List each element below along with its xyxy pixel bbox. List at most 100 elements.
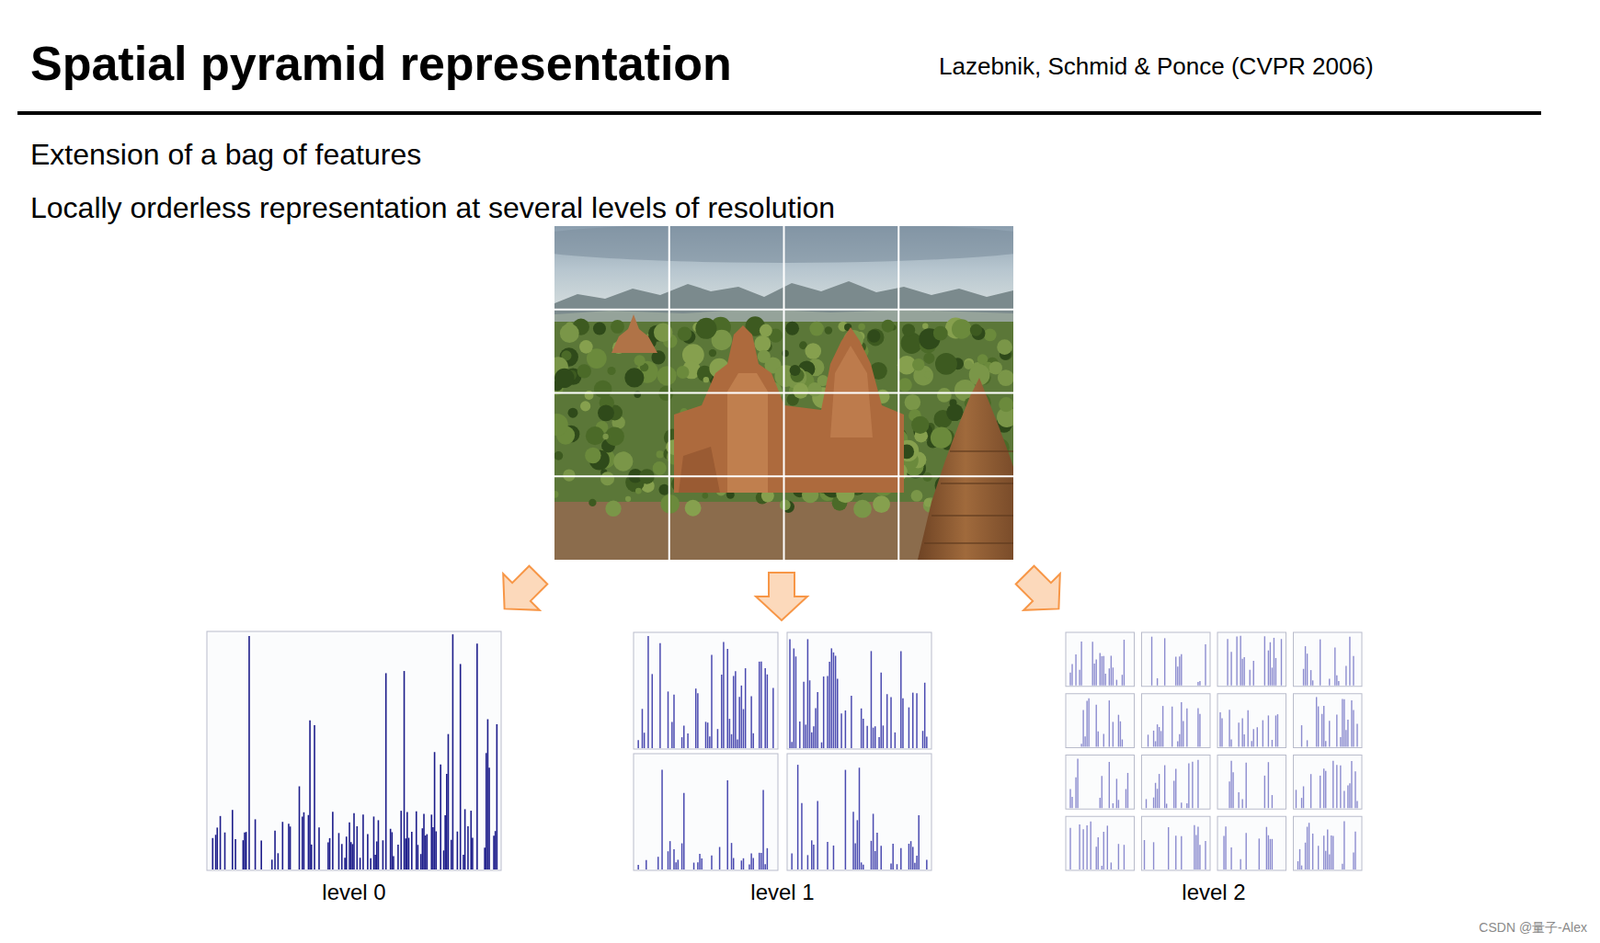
- pyramid-level: level 0: [206, 880, 502, 907]
- histogram-bar: [1328, 679, 1330, 686]
- histogram-bar: [1175, 835, 1177, 870]
- histogram-bar: [1097, 837, 1099, 870]
- histogram-bar: [310, 845, 313, 870]
- histogram-frame: [1065, 694, 1135, 749]
- block-arrows: [486, 557, 1077, 628]
- histogram-bars: [791, 765, 927, 870]
- histogram-bars: [1070, 640, 1124, 686]
- histogram-bar: [900, 848, 903, 870]
- tree: [757, 350, 771, 364]
- histogram-bar: [667, 851, 670, 870]
- histogram-bar: [1280, 639, 1282, 686]
- histogram-frame: [206, 631, 502, 871]
- tree: [585, 426, 605, 446]
- tree: [554, 368, 574, 389]
- histogram-bar: [637, 740, 640, 749]
- histogram-bars: [1152, 637, 1206, 686]
- histogram-bar: [874, 851, 877, 870]
- histogram-frame: [1065, 632, 1135, 687]
- histogram-bar: [845, 710, 847, 749]
- histogram-bar: [345, 836, 348, 870]
- tree: [904, 394, 922, 412]
- histogram-bar: [1197, 760, 1199, 809]
- histogram-bar: [457, 832, 459, 870]
- histogram-frame: [1065, 755, 1135, 811]
- histogram-bar: [790, 742, 793, 749]
- histogram-bar: [1275, 658, 1277, 686]
- histogram-bar: [734, 671, 737, 749]
- histogram-bar: [744, 668, 747, 749]
- histogram-bar: [1345, 666, 1347, 686]
- histogram-bar: [1230, 761, 1232, 810]
- histogram-bar: [834, 656, 837, 749]
- histogram-bar: [732, 858, 735, 870]
- histogram-bar: [469, 811, 472, 870]
- histogram-bar: [1317, 707, 1319, 748]
- histogram-bar: [1153, 798, 1155, 810]
- histogram-bar: [1336, 675, 1338, 686]
- histogram-bar: [816, 692, 819, 749]
- histogram-bar: [327, 842, 330, 870]
- histogram-bar: [1319, 776, 1321, 809]
- block-arrow: [486, 557, 557, 628]
- histogram-bar: [1069, 789, 1071, 810]
- histogram-bar: [651, 674, 654, 749]
- histogram-bar: [1319, 640, 1321, 686]
- histogram-bar: [731, 843, 733, 870]
- temple-wing: [678, 446, 720, 493]
- histogram-bar: [1186, 803, 1188, 809]
- histogram-bar: [697, 693, 699, 749]
- histogram-bar: [831, 648, 834, 749]
- histogram-bar: [1199, 681, 1200, 686]
- histogram-bar: [260, 841, 263, 870]
- histogram-bar: [729, 719, 732, 749]
- histogram-bar: [862, 719, 865, 749]
- tree: [568, 408, 579, 419]
- histogram-bar: [860, 708, 863, 749]
- histogram-bar: [698, 854, 701, 870]
- histogram-bar: [811, 840, 813, 870]
- histogram-bar: [1103, 832, 1105, 870]
- tree: [652, 461, 667, 476]
- histogram-bar: [1275, 715, 1277, 747]
- histogram-bar: [1336, 765, 1338, 809]
- histogram-bar: [809, 680, 812, 749]
- title-rule: [17, 111, 1542, 115]
- bullet-text: Locally orderless representation at seve…: [30, 191, 835, 226]
- histogram-bar: [695, 688, 698, 749]
- histogram-bar: [1237, 722, 1239, 747]
- level-label: level 2: [1065, 880, 1362, 907]
- histogram-bar: [908, 844, 911, 870]
- histogram-bar: [828, 662, 831, 749]
- histogram-bar: [471, 838, 474, 870]
- histogram-bar: [353, 813, 355, 870]
- histogram-frame: [1293, 694, 1363, 749]
- histogram-bar: [915, 856, 918, 870]
- tree: [853, 500, 872, 519]
- histogram-bar: [1350, 761, 1352, 809]
- histogram-bar: [1143, 840, 1145, 870]
- histogram-bar: [1080, 743, 1082, 747]
- histogram-bar: [1354, 771, 1356, 809]
- histogram-bars: [1223, 826, 1272, 870]
- histogram-bar: [1087, 698, 1089, 748]
- histogram-bar: [1125, 789, 1127, 810]
- histogram-bar: [708, 736, 711, 749]
- histogram-frame: [1142, 755, 1212, 811]
- histogram-bars: [1146, 760, 1199, 809]
- histogram-bar: [1258, 838, 1260, 870]
- tree: [912, 358, 926, 372]
- histogram-bar: [1332, 835, 1334, 870]
- tree: [613, 452, 633, 472]
- histogram-bar: [476, 643, 479, 870]
- histogram-bar: [700, 858, 703, 870]
- tree: [809, 321, 824, 337]
- histogram-bar: [1099, 653, 1101, 686]
- stupa-bands: [924, 451, 1014, 544]
- histogram-bar: [741, 860, 743, 870]
- histogram-bar: [812, 845, 815, 870]
- histogram-bar: [1191, 762, 1193, 809]
- histogram-bar: [840, 713, 843, 749]
- histogram-bar: [1249, 670, 1251, 686]
